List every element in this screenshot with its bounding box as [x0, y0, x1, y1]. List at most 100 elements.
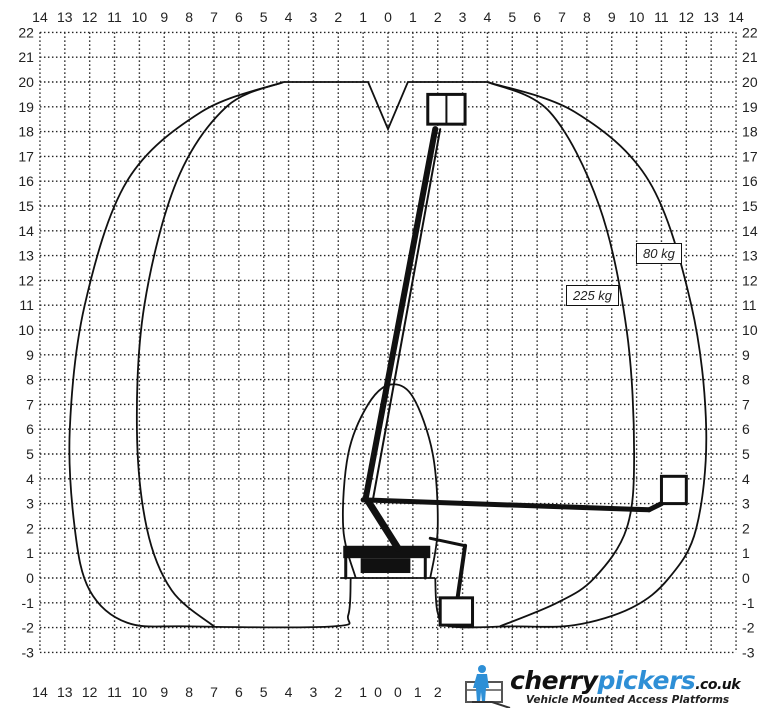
y-tick-label-right: 1	[742, 545, 750, 561]
lower-boom	[364, 497, 402, 552]
x-tick-label-top: 14	[32, 9, 48, 25]
x-tick-label-top: 13	[703, 9, 719, 25]
y-tick-label-left: -1	[22, 595, 35, 611]
y-tick-label-left: 17	[18, 148, 34, 164]
y-tick-label-left: 8	[26, 372, 34, 388]
x-tick-label-bottom: 6	[235, 684, 243, 700]
brand-part-cherry: cherry	[510, 666, 598, 695]
y-tick-label-right: 17	[742, 148, 758, 164]
brand-part-pickers: pickers	[597, 666, 696, 695]
y-tick-label-right: -3	[742, 644, 755, 660]
x-tick-label-top: 1	[409, 9, 417, 25]
x-tick-label-top: 6	[235, 9, 243, 25]
label-225kg: 225 kg	[566, 285, 620, 306]
x-tick-label-bottom: 2	[334, 684, 342, 700]
y-tick-label-left: 6	[26, 421, 34, 437]
x-tick-label-top: 12	[82, 9, 98, 25]
x-tick-label-top: 9	[608, 9, 616, 25]
main-boom-raised	[362, 126, 439, 502]
y-tick-label-right: 5	[742, 446, 750, 462]
main-boom-horizontal	[360, 497, 652, 513]
platform-right	[659, 474, 688, 506]
y-tick-label-right: 18	[742, 124, 758, 140]
brand-name: cherrypickers.co.uk	[510, 666, 741, 699]
x-tick-label-top: 4	[285, 9, 293, 25]
x-tick-label-top: 3	[310, 9, 318, 25]
y-tick-label-left: -2	[22, 620, 35, 636]
y-tick-label-left: 4	[26, 471, 34, 487]
x-tick-label-bottom: 2	[434, 684, 442, 700]
x-tick-label-top: 10	[132, 9, 148, 25]
x-tick-label-bottom: 4	[285, 684, 293, 700]
y-tick-label-left: 10	[18, 322, 34, 338]
y-tick-label-left: 19	[18, 99, 34, 115]
x-tick-label-bottom: 0	[394, 684, 402, 700]
main-boom-raised-edge	[372, 128, 442, 500]
envelope-80kg-right	[434, 81, 708, 629]
x-tick-label-bottom: 3	[310, 684, 318, 700]
y-tick-label-left: 3	[26, 496, 34, 512]
x-tick-label-top: 2	[434, 9, 442, 25]
y-tick-label-left: -3	[22, 644, 35, 660]
y-tick-label-right: 14	[742, 223, 758, 239]
x-tick-label-bottom: 5	[260, 684, 268, 700]
y-tick-label-left: 12	[18, 272, 34, 288]
y-tick-label-right: 4	[742, 471, 750, 487]
y-tick-label-left: 1	[26, 545, 34, 561]
x-tick-label-top: 6	[533, 9, 541, 25]
y-tick-label-right: 9	[742, 347, 750, 363]
envelope-225kg-left	[135, 81, 284, 628]
y-tick-label-right: -2	[742, 620, 755, 636]
y-tick-label-right: 12	[742, 272, 758, 288]
chassis	[343, 545, 431, 559]
x-tick-label-bottom: 8	[185, 684, 193, 700]
envelope-inner	[342, 383, 439, 579]
cherrypickers-logo: cherrypickers.co.uk Vehicle Mounted Acce…	[458, 664, 768, 711]
y-tick-label-left: 21	[18, 49, 34, 65]
y-tick-label-right: 3	[742, 496, 750, 512]
x-tick-label-bottom: 12	[82, 684, 98, 700]
y-tick-label-left: 7	[26, 396, 34, 412]
y-tick-label-right: 22	[742, 24, 758, 40]
x-tick-label-bottom: 1	[359, 684, 367, 700]
y-tick-label-right: 6	[742, 421, 750, 437]
x-tick-label-top: 11	[107, 9, 122, 25]
platform-worker-icon	[465, 665, 511, 708]
x-tick-label-top: 2	[334, 9, 342, 25]
x-tick-label-bottom: 10	[132, 684, 148, 700]
x-tick-label-top: 13	[57, 9, 73, 25]
x-tick-label-top: 14	[728, 9, 744, 25]
x-tick-label-top: 8	[185, 9, 193, 25]
folded-jib-upper	[428, 536, 467, 548]
y-tick-label-left: 11	[19, 297, 34, 313]
y-tick-label-left: 9	[26, 347, 34, 363]
x-tick-label-top: 8	[583, 9, 591, 25]
x-tick-label-bottom: 11	[107, 684, 122, 700]
x-tick-label-top: 11	[654, 9, 669, 25]
y-tick-label-left: 16	[18, 173, 34, 189]
brand-tagline: Vehicle Mounted Access Platforms	[526, 694, 730, 706]
x-tick-label-top: 5	[260, 9, 268, 25]
x-tick-label-bottom: 13	[57, 684, 73, 700]
x-tick-label-top: 4	[484, 9, 492, 25]
envelopes	[68, 81, 708, 629]
y-tick-label-left: 2	[26, 520, 34, 536]
y-tick-label-right: 16	[742, 173, 758, 189]
envelope-80kg-left	[68, 81, 352, 629]
y-tick-label-right: 0	[742, 570, 750, 586]
x-tick-label-bottom: 0	[374, 684, 382, 700]
y-tick-label-right: 8	[742, 372, 750, 388]
envelope-80kg-top	[283, 81, 488, 132]
y-tick-label-left: 0	[26, 570, 34, 586]
x-tick-label-top: 7	[210, 9, 218, 25]
x-tick-label-top: 3	[459, 9, 467, 25]
x-tick-label-bottom: 9	[160, 684, 168, 700]
y-tick-label-left: 20	[18, 74, 34, 90]
platform-lower	[438, 596, 475, 627]
x-tick-label-top: 9	[160, 9, 168, 25]
x-tick-label-top: 12	[679, 9, 695, 25]
y-tick-label-left: 14	[18, 223, 34, 239]
y-tick-label-right: -1	[742, 595, 755, 611]
